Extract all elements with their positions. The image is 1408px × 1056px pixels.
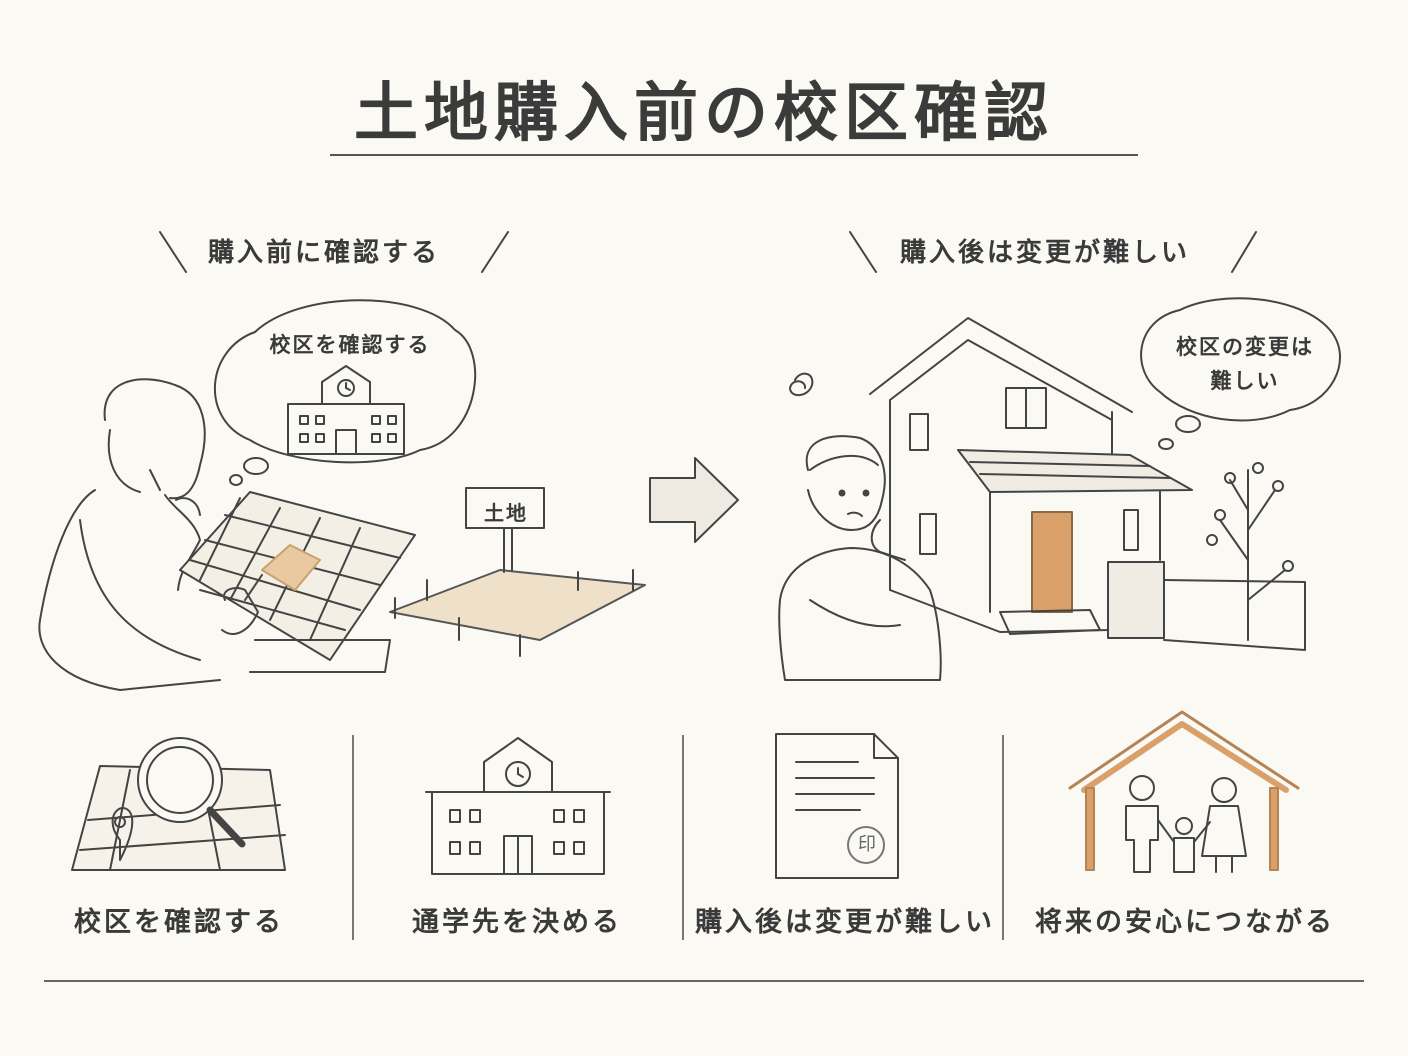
column-divider-3 [1002, 735, 1004, 940]
left-bubble-text: 校区を確認する [269, 333, 431, 357]
right-arrow-icon [649, 457, 739, 543]
caption-hard-to-change: 購入後は変更が難しい [695, 907, 995, 938]
column-divider-1 [352, 735, 354, 940]
land-sign-label: 土地 [484, 501, 528, 525]
right-bubble-line-1: 校区の変更は [1176, 335, 1314, 359]
house-icon [869, 317, 1306, 651]
right-section-heading: 購入後は変更が難しい [900, 232, 1190, 269]
school-building-icon [425, 737, 611, 875]
land-plot-icon [389, 487, 646, 657]
man-looking-at-map-icon [38, 378, 221, 691]
worried-man-icon [778, 372, 942, 681]
contract-document-icon [775, 733, 899, 879]
city-map-icon [179, 491, 416, 673]
caption-decide-school: 通学先を決める [412, 907, 622, 938]
tree-icon [1206, 462, 1294, 641]
right-bubble-text: 校区の変更は 難しい [1145, 330, 1345, 398]
left-heading-text: 購入前に確認する [208, 238, 441, 268]
right-thought-bubble-icon [1140, 297, 1341, 450]
bubble-school-icon [287, 365, 405, 455]
left-thought-bubble-icon [214, 299, 477, 486]
caption-check-school-zone: 校区を確認する [74, 907, 284, 938]
family-house-icon [1068, 710, 1300, 873]
right-heading-text: 購入後は変更が難しい [900, 238, 1191, 268]
title-underline [330, 154, 1138, 156]
caption-future-peace-of-mind: 将来の安心につながる [1035, 907, 1335, 938]
right-heading-accent-icon [849, 231, 1257, 273]
right-bubble-line-2: 難しい [1210, 369, 1280, 393]
map-search-icon [71, 737, 286, 871]
column-divider-2 [682, 735, 684, 940]
left-section-heading: 購入前に確認する [208, 232, 440, 269]
left-heading-accent-icon [159, 231, 509, 273]
stamp-character: 印 [858, 834, 876, 855]
pen-hand-icon [221, 574, 263, 635]
page-title: 土地購入前の校区確認 [354, 77, 1054, 151]
bottom-rule [44, 980, 1364, 982]
